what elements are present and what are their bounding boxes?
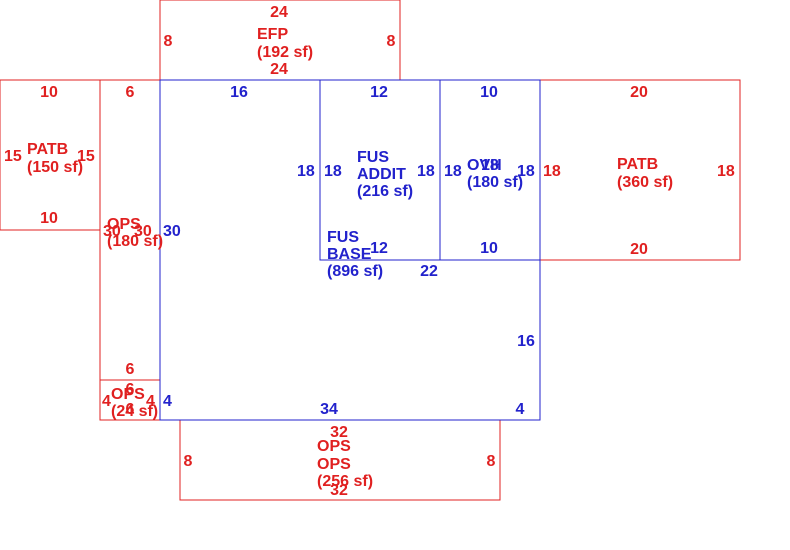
ops-left-name: OPS xyxy=(107,216,141,233)
ovh-bottom-dim: 10 xyxy=(480,240,498,257)
fus-base-inner-right-dim: 22 xyxy=(420,263,438,280)
efp-area: (192 sf) xyxy=(257,44,313,61)
fus-base-area: (896 sf) xyxy=(327,263,383,280)
fus-addit-left-dim: 18 xyxy=(324,163,342,180)
ops-small-bottom-dim: 6 xyxy=(126,401,135,418)
ovh-overlap-dim: 18 xyxy=(481,157,499,174)
ops-bottom-right-dim: 8 xyxy=(487,453,496,470)
ovh-area: (180 sf) xyxy=(467,174,523,191)
patb-right-area: (360 sf) xyxy=(617,174,673,191)
ops-small-name: OPS xyxy=(111,386,145,403)
patb-left-top-dim: 10 xyxy=(40,84,58,101)
ops-left-right-dim: 30 xyxy=(134,223,152,240)
fus-addit-name-1: FUS xyxy=(357,149,389,166)
ovh-name: OVH xyxy=(467,157,502,174)
ovh-right-dim: 18 xyxy=(517,163,535,180)
ops-bottom-bottom-dim: 32 xyxy=(330,482,348,499)
patb-left-area: (150 sf) xyxy=(27,159,83,176)
ops-small-area: (24 sf) xyxy=(111,403,158,420)
fus-base-name-2: BASE xyxy=(327,246,372,263)
efp-name: EFP xyxy=(257,26,288,43)
ovh-left-dim: 18 xyxy=(444,163,462,180)
ops-bottom-name-2: OPS xyxy=(317,456,351,473)
patb-right-bottom-dim: 20 xyxy=(630,241,648,258)
ops-small-top-dim: 6 xyxy=(126,381,135,398)
patb-right-right-dim: 18 xyxy=(717,163,735,180)
fus-base-name-1: FUS xyxy=(327,229,359,246)
efp-left-dim: 8 xyxy=(164,33,173,50)
patb-right-name: PATB xyxy=(617,156,658,173)
patb-left-right-dim: 15 xyxy=(77,148,95,165)
patb-right-left-dim: 18 xyxy=(543,163,561,180)
fus-addit-outer-left-dim: 18 xyxy=(297,163,315,180)
ops-left-bottom-dim: 6 xyxy=(126,361,135,378)
patb-left-name: PATB xyxy=(27,141,68,158)
fus-addit-top-dim: 12 xyxy=(370,84,388,101)
ops-left-left-dim: 30 xyxy=(103,223,121,240)
fus-base-left-dim: 30 xyxy=(163,223,181,240)
ovh-top-dim: 10 xyxy=(480,84,498,101)
efp-right-dim: 8 xyxy=(387,33,396,50)
fus-base-corner-dim: 4 xyxy=(163,393,172,410)
ops-small-left-dim: 4 xyxy=(102,393,111,410)
ops-bottom-name-1: OPS xyxy=(317,438,351,455)
fus-addit-name-2: ADDIT xyxy=(357,166,406,183)
patb-left-bottom-dim: 10 xyxy=(40,210,58,227)
fus-base-top-dim: 16 xyxy=(230,84,248,101)
efp-bottom-dim: 24 xyxy=(270,61,288,78)
fus-addit-right-dim: 18 xyxy=(417,163,435,180)
ops-small-right-dim: 4 xyxy=(146,393,155,410)
fus-base-bottom-dim: 34 xyxy=(320,401,338,418)
ops-bottom-area: (256 sf) xyxy=(317,473,373,490)
ops-left-area: (180 sf) xyxy=(107,233,163,250)
ovh-outline xyxy=(439,79,541,261)
patb-left-left-dim: 15 xyxy=(4,148,22,165)
ops-bottom-left-dim: 8 xyxy=(184,453,193,470)
ops-bottom-top-dim: 32 xyxy=(330,424,348,441)
fus-base-corner-right-dim: 4 xyxy=(516,401,525,418)
efp-top-dim: 24 xyxy=(270,4,288,21)
fus-base-inner-left-dim: 12 xyxy=(370,240,388,257)
patb-right-top-dim: 20 xyxy=(630,84,648,101)
ops-left-top-dim: 6 xyxy=(126,84,135,101)
fus-base-right-dim: 16 xyxy=(517,333,535,350)
fus-addit-area: (216 sf) xyxy=(357,183,413,200)
